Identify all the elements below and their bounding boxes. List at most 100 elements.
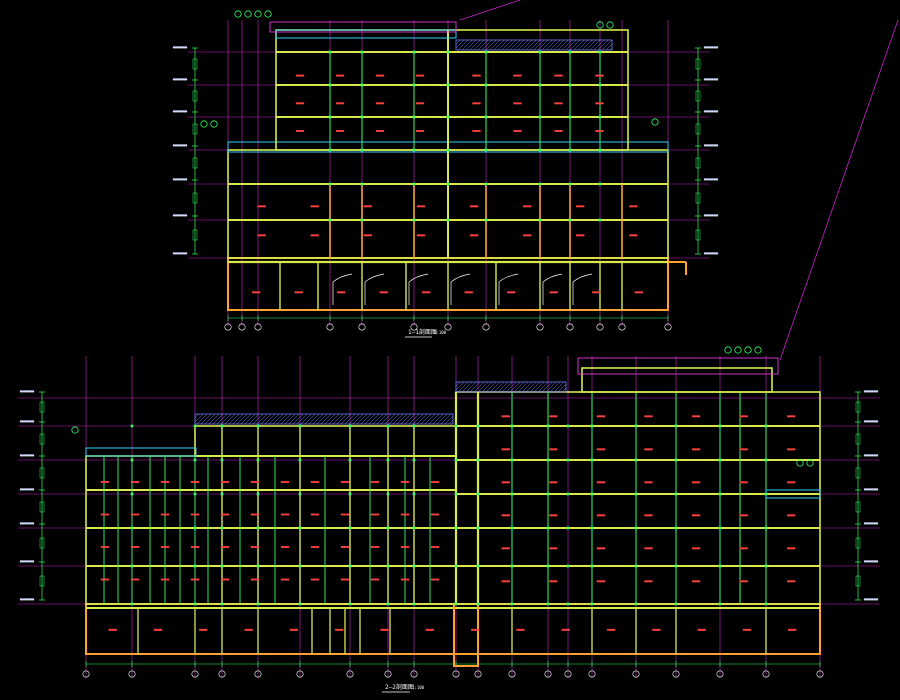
- hatch-line: [404, 413, 416, 425]
- section-1-title-block: 1—1剖面图 1:100: [405, 328, 447, 338]
- level-window-mark: [855, 575, 861, 587]
- column-node: [220, 458, 224, 462]
- hatch-line: [240, 413, 252, 425]
- room-label: [160, 546, 170, 549]
- hatch-line: [232, 413, 244, 425]
- room-label: [595, 130, 604, 132]
- grid-axis-bubble: [618, 323, 626, 331]
- room-label: [644, 415, 653, 418]
- level-elevation-text: [703, 78, 719, 81]
- hatch-line: [517, 381, 529, 393]
- hatch-line: [561, 39, 573, 51]
- hatch-line: [497, 381, 509, 393]
- hatch-line: [424, 413, 436, 425]
- column-node: [256, 602, 260, 606]
- section-1-scale: 1:100: [434, 330, 447, 335]
- room-label: [596, 514, 606, 517]
- level-elevation-text: [19, 488, 35, 491]
- level-window-mark: [855, 467, 861, 479]
- room-label: [422, 291, 431, 294]
- column-node: [634, 424, 638, 428]
- detail-index-bubble: [254, 10, 262, 18]
- revision-cloud: [269, 21, 457, 33]
- room-label: [644, 547, 653, 550]
- room-label: [549, 291, 558, 294]
- detail-index-bubble: [651, 118, 659, 126]
- room-label: [190, 546, 200, 549]
- room-label: [523, 205, 532, 208]
- column-node: [220, 424, 224, 428]
- column-node: [328, 182, 332, 186]
- room-label: [472, 74, 481, 77]
- hatch-line: [432, 413, 444, 425]
- hatch-line: [481, 39, 493, 51]
- column-node: [328, 148, 332, 152]
- level-window-mark: [192, 58, 198, 70]
- room-label: [370, 578, 380, 581]
- room-label: [644, 448, 653, 451]
- detail-index-bubble: [234, 10, 242, 18]
- level-elevation-text: [863, 522, 879, 525]
- column-node: [193, 526, 197, 530]
- level-elevation-text: [19, 454, 35, 457]
- room-label: [691, 448, 701, 451]
- room-label: [554, 130, 563, 132]
- column-node: [256, 492, 260, 496]
- room-label: [415, 102, 425, 105]
- column-node: [566, 526, 570, 530]
- room-label: [596, 448, 606, 451]
- hatch-line: [493, 381, 505, 393]
- room-label: [280, 481, 290, 484]
- room-label: [691, 580, 701, 583]
- hatch-line: [609, 47, 613, 51]
- column-node: [412, 218, 416, 222]
- room-label: [190, 513, 200, 516]
- hatch-line: [256, 413, 268, 425]
- column-node: [476, 564, 480, 568]
- hatch-line: [513, 381, 525, 393]
- grid-axis-bubble: [296, 670, 304, 678]
- grid-axis-bubble: [384, 670, 392, 678]
- room-label: [363, 205, 372, 208]
- room-label: [787, 547, 796, 550]
- hatch-line: [352, 413, 364, 425]
- room-label: [549, 448, 558, 451]
- column-node: [674, 424, 678, 428]
- grid-axis-bubble: [358, 323, 366, 331]
- column-node: [484, 115, 488, 119]
- room-label: [335, 130, 345, 132]
- roof-hatch-box: [455, 381, 567, 393]
- hatch-line: [469, 381, 481, 393]
- room-label: [501, 415, 510, 418]
- room-label: [108, 628, 117, 631]
- hatch-line: [444, 415, 454, 425]
- room-label: [310, 481, 320, 484]
- column-node: [764, 602, 768, 606]
- hatch-line: [593, 39, 605, 51]
- column-node: [360, 115, 364, 119]
- column-node: [590, 424, 594, 428]
- column-node: [298, 458, 302, 462]
- level-window-mark: [39, 401, 45, 413]
- room-label: [294, 291, 303, 294]
- column-node: [590, 458, 594, 462]
- room-label: [596, 415, 606, 418]
- column-node: [566, 564, 570, 568]
- column-node: [386, 424, 390, 428]
- hatch-line: [304, 413, 316, 425]
- hatch-line: [196, 413, 208, 425]
- room-label: [280, 546, 290, 549]
- column-node: [546, 564, 550, 568]
- level-elevation-text: [703, 144, 719, 147]
- detail-index-bubble: [724, 346, 732, 354]
- column-node: [568, 182, 572, 186]
- grid-axis-bubble: [664, 323, 672, 331]
- hatch-line: [212, 413, 224, 425]
- room-label: [160, 513, 170, 516]
- hatch-line: [529, 381, 541, 393]
- level-window-mark: [192, 123, 198, 135]
- column-node: [538, 83, 542, 87]
- hatch-line: [557, 383, 567, 393]
- column-node: [590, 492, 594, 496]
- hatch-line: [236, 413, 248, 425]
